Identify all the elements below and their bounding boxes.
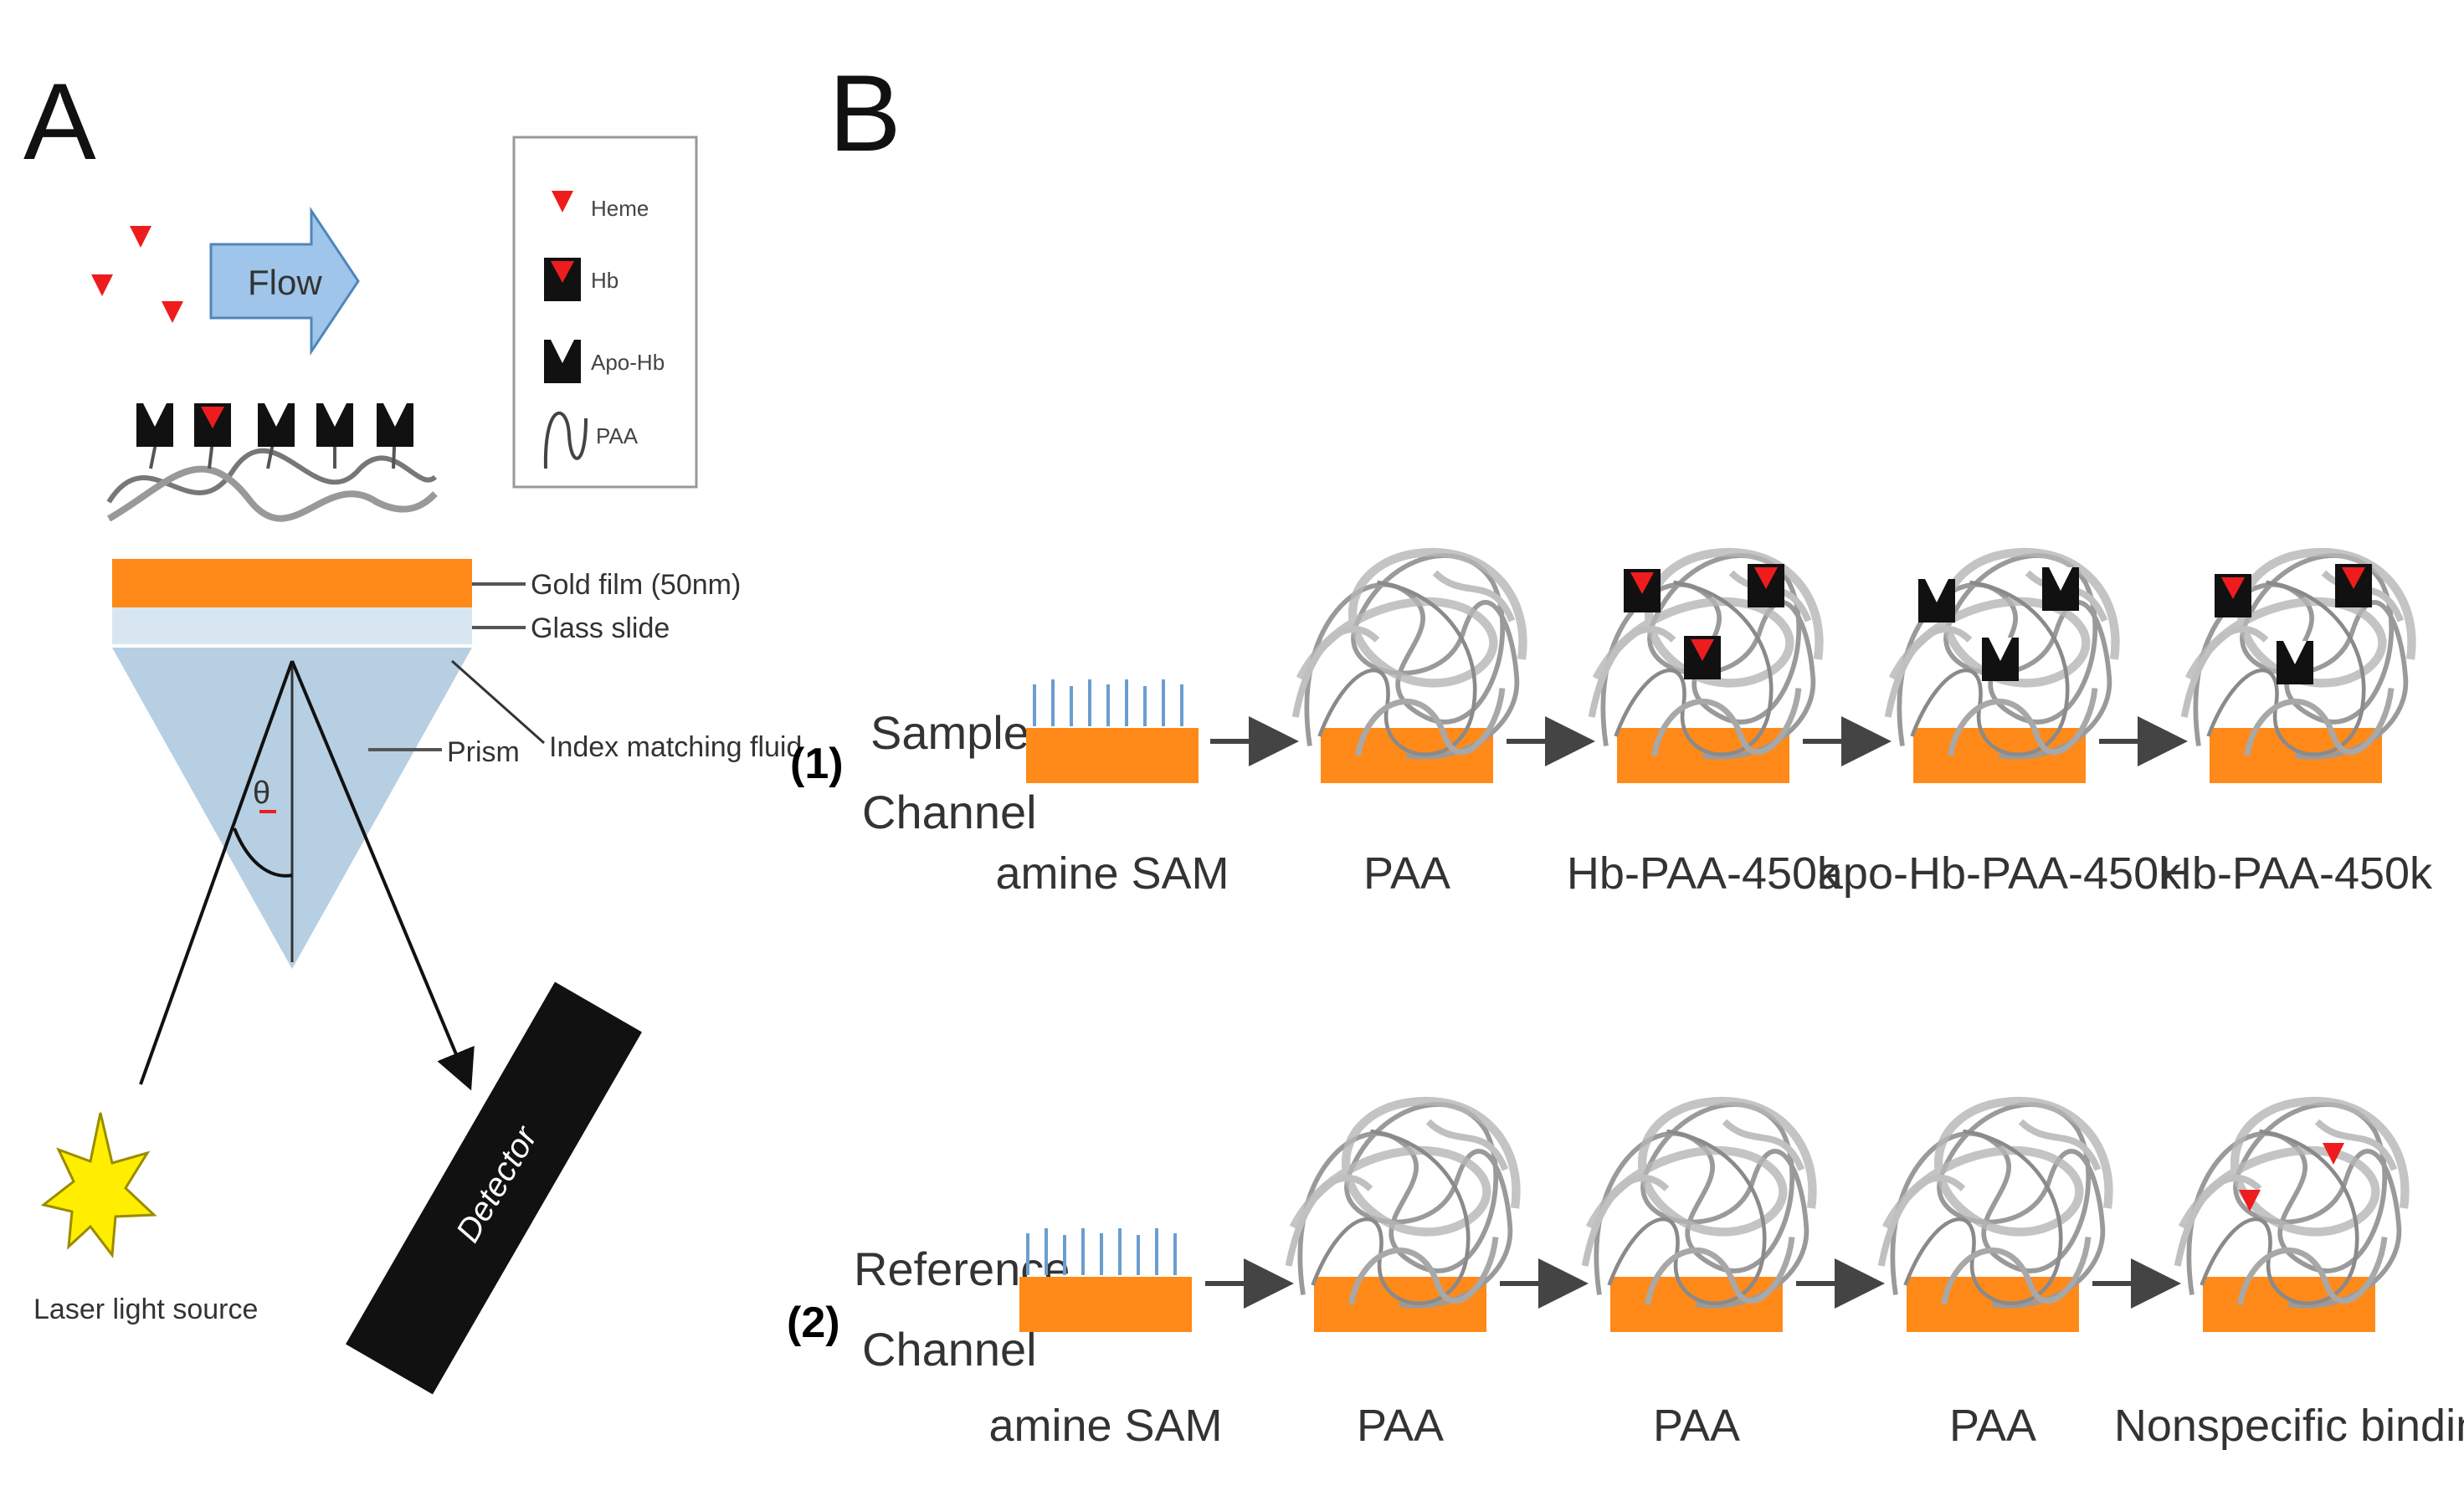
hb-protein (2335, 564, 2372, 607)
surface-proteins (106, 403, 438, 522)
amine-sam (1026, 1228, 1177, 1275)
angle-symbol: θ (253, 776, 270, 811)
flow-label: Flow (248, 263, 322, 302)
step-substrate (1026, 679, 1199, 783)
step-label: PAA (1363, 848, 1450, 899)
prism-label: Prism (447, 736, 520, 768)
incident-ray (139, 660, 294, 1085)
step-nonspecific (2178, 1101, 2405, 1332)
panel-b-label: B (829, 52, 901, 174)
apo-hb-protein (2277, 641, 2313, 684)
apo-hb-protein (258, 403, 295, 447)
hb-protein (1748, 564, 1784, 607)
legend-hb-icon (544, 258, 581, 301)
step-label: Hb-PAA-450k (2159, 848, 2433, 899)
step-label: PAA (1653, 1401, 1740, 1451)
hb-protein (1684, 636, 1721, 679)
apo-hb-protein (136, 403, 173, 447)
channel-line2: Channel (862, 786, 1037, 838)
legend-apo-hb-label: Apo-Hb (591, 350, 665, 375)
row-reference: (2) Reference Channel (787, 1101, 2464, 1451)
row-number: (1) (790, 740, 844, 788)
step-label: Nonspecific binding (2114, 1401, 2464, 1451)
flow-arrow: Flow (209, 207, 360, 356)
apo-hb-protein (1918, 579, 1955, 623)
channel-line2: Channel (862, 1323, 1037, 1376)
index-fluid-label: Index matching fluid (549, 731, 802, 763)
paa-polymer (1289, 1101, 1517, 1306)
paa-polymer (1881, 1101, 2109, 1306)
legend-apo-hb-icon (544, 340, 581, 383)
free-heme (130, 226, 151, 248)
step-label: amine SAM (988, 1401, 1222, 1451)
hb-protein (1624, 569, 1661, 612)
legend-hb-label: Hb (591, 268, 619, 293)
step-label: Hb-PAA-450k (1567, 848, 1840, 899)
paa-polymer (2178, 1101, 2405, 1306)
legend: Heme Hb Apo-Hb PAA (512, 136, 698, 489)
gold-substrate (1019, 1277, 1192, 1332)
index-leader (451, 659, 545, 745)
amine-sam (1033, 679, 1183, 726)
panel-b: B (1) Sample Channel (787, 52, 2464, 1451)
step-paa (1881, 1101, 2109, 1332)
step-label: apo-Hb-PAA-450k (1818, 848, 2182, 899)
step-hb-paa-rebound (2184, 552, 2412, 783)
step-paa (1289, 1101, 1517, 1332)
channel-line1: Sample (870, 706, 1029, 759)
row-number: (2) (787, 1299, 840, 1347)
step-paa (1585, 1101, 1813, 1332)
paa-polymer (1296, 552, 1523, 757)
panel-a: A Flow Heme Hb Apo-Hb (23, 60, 802, 1395)
apo-hb-protein (1982, 638, 2019, 681)
detector: Detector (346, 981, 642, 1395)
legend-heme-label: Heme (591, 196, 649, 221)
free-heme (162, 301, 183, 323)
step-apo-hb-paa (1888, 552, 2116, 783)
gold-film (112, 559, 472, 607)
glass-slide (112, 607, 472, 644)
gold-film-label: Gold film (50nm) (531, 569, 741, 601)
row-sample: (1) Sample Channel (790, 552, 2433, 899)
step-label: PAA (1949, 1401, 2036, 1451)
apo-hb-protein (377, 403, 413, 447)
legend-paa-icon (543, 411, 588, 469)
angle-arc (233, 827, 293, 878)
glass-slide-label: Glass slide (531, 612, 670, 644)
step-label: PAA (1357, 1401, 1444, 1451)
laser-label: Laser light source (33, 1294, 258, 1325)
gold-substrate (1026, 728, 1199, 783)
panel-a-label: A (23, 60, 96, 182)
hb-protein (2215, 574, 2251, 617)
paa-polymer (1585, 1101, 1813, 1306)
step-label: amine SAM (995, 848, 1229, 899)
reflected-ray (290, 660, 475, 1091)
apo-hb-protein (2042, 567, 2079, 611)
apo-hb-protein (316, 403, 353, 447)
step-paa (1296, 552, 1523, 783)
step-hb-paa (1592, 552, 1820, 783)
step-substrate (1019, 1228, 1192, 1332)
laser-icon (40, 1112, 157, 1258)
free-heme (91, 274, 113, 296)
hb-protein (194, 403, 231, 447)
legend-paa-label: PAA (596, 423, 639, 448)
